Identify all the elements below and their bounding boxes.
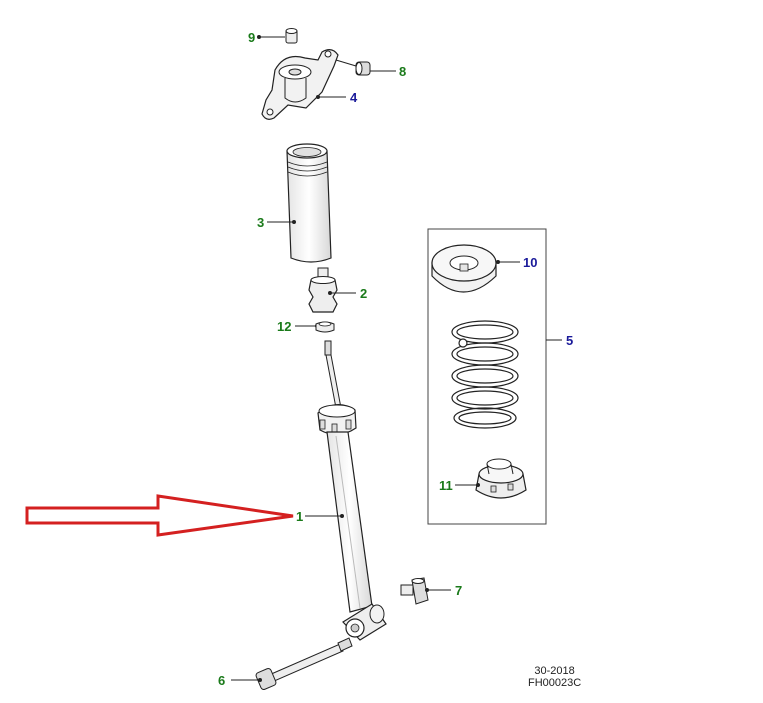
diagram-reference: 30-2018 FH00023C [528, 665, 581, 689]
callout-5: 5 [566, 333, 573, 348]
callout-7: 7 [455, 583, 462, 598]
part-10-upper-spring-seat [431, 244, 520, 293]
diagram-code: FH00023C [528, 677, 582, 689]
callout-11: 11 [439, 478, 453, 493]
part-7-nut [400, 577, 451, 605]
part-12-clip [295, 321, 335, 333]
callout-12: 12 [277, 319, 291, 334]
part-5-spring-assembly-box [427, 228, 562, 525]
part-1-shock-absorber [305, 340, 387, 641]
part-3-dust-boot [267, 143, 332, 263]
part-9-nut [257, 28, 298, 44]
callout-9: 9 [248, 30, 255, 45]
callout-10: 10 [523, 255, 537, 270]
part-6-bolt [231, 637, 353, 690]
part-2-bump-stop [308, 267, 356, 313]
part-11-lower-spring-seat [455, 458, 527, 499]
part-8-nut [335, 59, 396, 76]
diagram-date: 30-2018 [534, 665, 575, 677]
callout-1: 1 [296, 509, 303, 524]
callout-3: 3 [257, 215, 264, 230]
callout-6: 6 [218, 673, 225, 688]
red-pointer-arrow [25, 494, 294, 537]
callout-8: 8 [399, 64, 406, 79]
callout-4: 4 [350, 90, 358, 105]
coil-spring [451, 320, 519, 429]
callout-2: 2 [360, 286, 367, 301]
part-4-top-mount [261, 49, 346, 120]
